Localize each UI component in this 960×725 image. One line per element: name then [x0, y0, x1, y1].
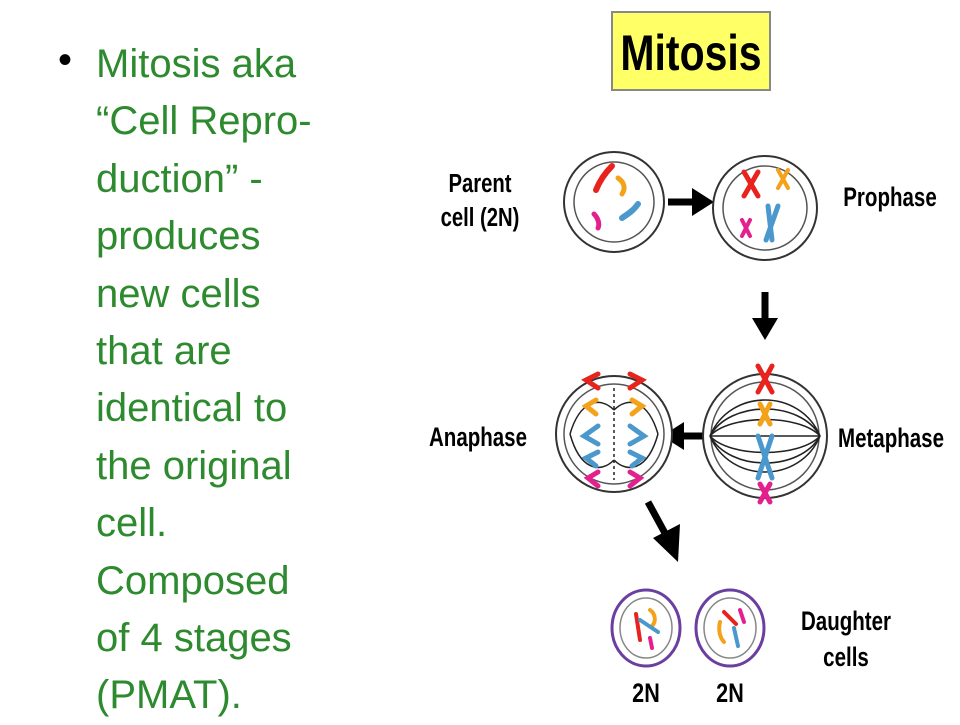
anaphase-cell	[555, 371, 673, 493]
label-metaphase: Metaphase	[838, 423, 944, 453]
bullet-line: cell.	[96, 501, 168, 546]
label-prophase: Prophase	[843, 182, 936, 212]
label-daughter-line1: Daughter	[801, 606, 891, 636]
bullet-line: duction” -	[96, 156, 263, 201]
metaphase-cell	[702, 363, 828, 505]
prophase-cell	[712, 155, 818, 261]
bullet-line: of 4 stages	[96, 616, 292, 661]
bullet-line: identical to	[96, 386, 288, 431]
label-daughter2-ploidy: 2N	[716, 679, 744, 709]
bullet-text: Mitosis aka “Cell Repro- duction” - prod…	[96, 36, 396, 725]
bullet-line: Composed	[96, 558, 290, 603]
label-anaphase: Anaphase	[429, 422, 527, 452]
arrow-prophase-to-metaphase	[752, 292, 778, 340]
daughter-cell-1	[610, 588, 682, 668]
label-daughter-line2: cells	[823, 642, 869, 672]
bullet-line: produces	[96, 214, 261, 259]
bullet-line: Mitosis aka	[96, 42, 297, 86]
bullet-line: “Cell Repro-	[96, 99, 312, 144]
diagram-title: Mitosis	[611, 11, 771, 91]
daughter-cell-2	[694, 588, 766, 668]
mitosis-diagram: Mitosis Parent cell (2N) Prophase Metaph…	[429, 11, 944, 709]
arrow-parent-to-prophase	[668, 188, 714, 216]
parent-cell	[563, 151, 665, 253]
bullet-line: that are	[96, 329, 232, 374]
label-parent-line2: cell (2N)	[441, 203, 520, 232]
arrow-anaphase-to-daughters	[644, 500, 680, 562]
label-parent-line1: Parent	[448, 169, 511, 198]
bullet-line: (PMAT).	[96, 673, 242, 718]
bullet-line: the original	[96, 443, 292, 488]
label-daughter1-ploidy: 2N	[632, 679, 660, 709]
bullet-dot: •	[58, 38, 73, 82]
title-text: Mitosis	[620, 25, 761, 81]
bullet-line: new cells	[96, 271, 261, 316]
title-background	[611, 11, 771, 91]
